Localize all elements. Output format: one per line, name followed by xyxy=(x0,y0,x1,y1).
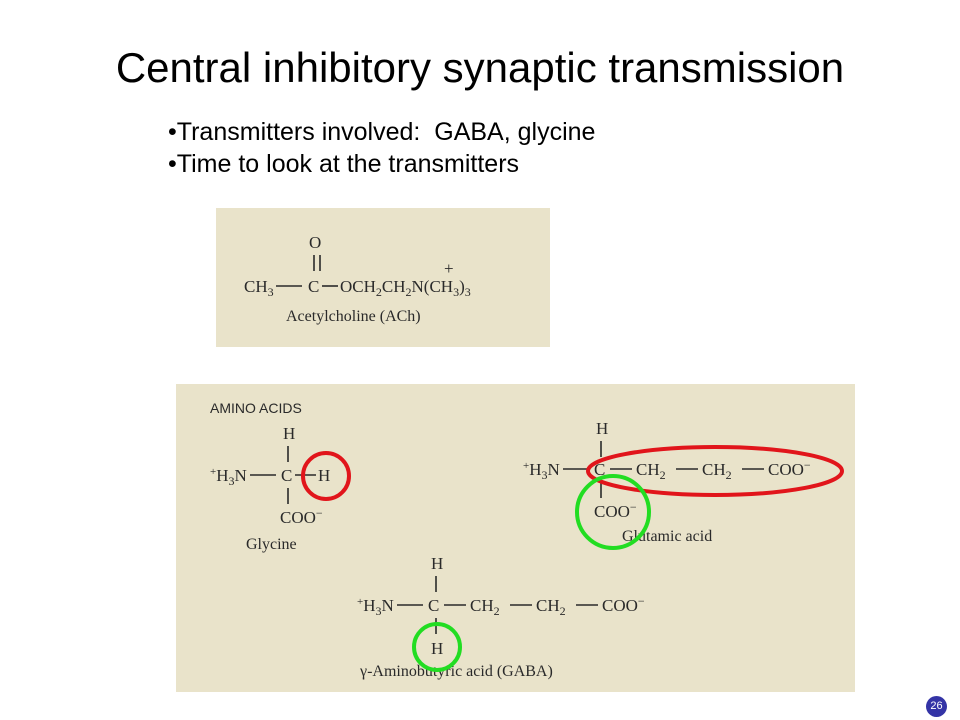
bullet-list: Transmitters involved: GABA, glycine Tim… xyxy=(168,116,596,180)
glutamate-amine: +H3N xyxy=(523,460,560,482)
amino-acids-structures: AMINO ACIDS H +H3N C H COO− Glycine H +H… xyxy=(210,400,844,680)
ach-ester-chain: OCH2CH2N(CH3)3 xyxy=(340,277,471,299)
gaba-ch2-b: CH2 xyxy=(536,596,566,618)
bullet-look-text: Time to look at the transmitters xyxy=(176,150,520,178)
bullet-transmitters: Transmitters involved: GABA, glycine xyxy=(168,116,596,148)
glutamic-acid-structure: H +H3N C CH2 CH2 COO− COO− Glutamic acid xyxy=(523,419,844,550)
glutamate-carboxylate: COO− xyxy=(594,500,637,521)
acetylcholine-structure: O CH3 C OCH2CH2N(CH3)3 + Acetylcholine (… xyxy=(244,233,471,325)
glycine-amine: +H3N xyxy=(210,466,247,488)
gaba-gamma-carbon: C xyxy=(428,596,439,615)
acetylcholine-figure: O CH3 C OCH2CH2N(CH3)3 + Acetylcholine (… xyxy=(216,208,550,347)
glutamate-ch2-a: CH2 xyxy=(636,460,666,482)
ach-methyl: CH3 xyxy=(244,277,274,299)
glutamate-ch2-b: CH2 xyxy=(702,460,732,482)
ach-name: Acetylcholine (ACh) xyxy=(286,308,421,325)
ach-plus: + xyxy=(444,259,454,278)
gaba-h-highlight xyxy=(412,622,462,672)
gaba-structure: H +H3N C CH2 CH2 COO− H γ-Aminobutyric a… xyxy=(357,554,645,680)
bullet-look: Time to look at the transmitters xyxy=(168,148,595,180)
glutamate-side-carboxylate: COO− xyxy=(768,458,811,479)
glutamate-alpha-carbon: C xyxy=(594,460,605,479)
gaba-amine: +H3N xyxy=(357,596,394,618)
amino-acids-figure: AMINO ACIDS H +H3N C H COO− Glycine H +H… xyxy=(176,384,855,692)
glutamate-carboxylate-highlight xyxy=(575,474,651,550)
gaba-bottom-h: H xyxy=(431,639,443,658)
glutamate-top-h: H xyxy=(596,419,608,438)
ach-oxygen: O xyxy=(309,233,321,252)
glycine-carboxylate: COO− xyxy=(280,506,323,527)
aa-heading: AMINO ACIDS xyxy=(210,400,302,416)
glycine-side-chain-highlight xyxy=(301,451,351,501)
ach-carbonyl-carbon: C xyxy=(308,277,319,296)
bullet-transmitters-text: Transmitters involved: GABA, glycine xyxy=(176,118,596,146)
gaba-name: γ-Aminobutyric acid (GABA) xyxy=(359,663,553,680)
glutamate-side-chain-highlight xyxy=(586,445,844,497)
gaba-carboxylate: COO− xyxy=(602,594,645,615)
glycine-structure: H +H3N C H COO− Glycine xyxy=(210,424,351,553)
gaba-ch2-a: CH2 xyxy=(470,596,500,618)
slide-title: Central inhibitory synaptic transmission xyxy=(115,44,845,91)
page-number-badge: 26 xyxy=(926,696,947,717)
glycine-name: Glycine xyxy=(246,536,297,553)
glycine-alpha-carbon: C xyxy=(281,466,292,485)
glycine-top-h: H xyxy=(283,424,295,443)
glycine-side-h: H xyxy=(318,466,330,485)
gaba-top-h: H xyxy=(431,554,443,573)
